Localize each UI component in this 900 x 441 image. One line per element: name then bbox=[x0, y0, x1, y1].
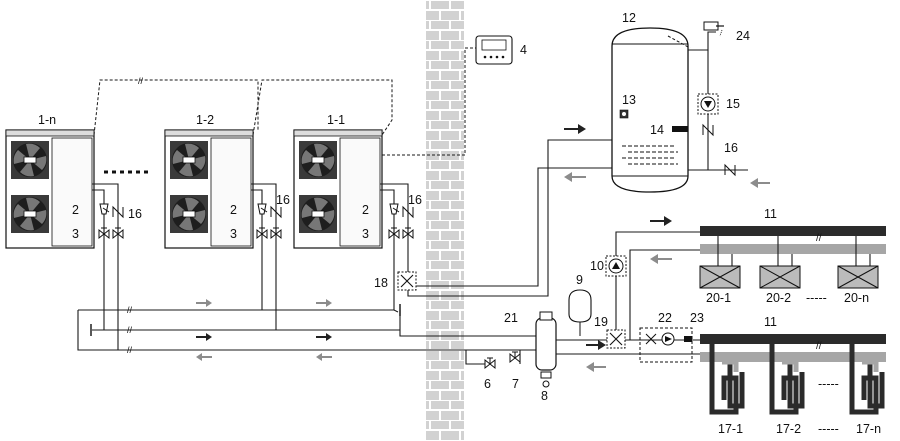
label-21: 21 bbox=[504, 311, 518, 325]
series-dots: ----- bbox=[818, 422, 839, 436]
label-20-1: 20-1 bbox=[706, 291, 731, 305]
tank-top-pipe bbox=[688, 31, 716, 51]
svg-text://: // bbox=[127, 325, 133, 335]
label-14: 14 bbox=[650, 123, 664, 137]
label-12: 12 bbox=[622, 11, 636, 25]
label-20-n: 20-n bbox=[844, 291, 869, 305]
label-23: 23 bbox=[690, 311, 704, 325]
comm-wire-2 bbox=[252, 79, 393, 136]
label-15: 15 bbox=[726, 97, 740, 111]
comm-wire-3 bbox=[382, 47, 476, 156]
expansion-tank bbox=[568, 289, 592, 336]
heat-pump-unit-1-1 bbox=[293, 129, 383, 249]
svg-text://: // bbox=[816, 233, 822, 244]
fancoil-branch bbox=[615, 231, 700, 340]
label-16: 16 bbox=[408, 193, 422, 207]
label-22: 22 bbox=[658, 311, 672, 325]
building-wall bbox=[426, 0, 464, 441]
label-7: 7 bbox=[512, 377, 519, 391]
label-16: 16 bbox=[128, 207, 142, 221]
label-1-2: 1-2 bbox=[196, 113, 214, 127]
main-headers bbox=[77, 304, 540, 351]
fancoil-header-bands bbox=[700, 226, 886, 254]
label-2: 2 bbox=[362, 203, 369, 217]
flow-arrows bbox=[196, 124, 770, 372]
label-8: 8 bbox=[541, 389, 548, 403]
label-2: 2 bbox=[230, 203, 237, 217]
comm-wire-1 bbox=[93, 79, 259, 136]
svg-text://: // bbox=[816, 341, 822, 352]
label-10: 10 bbox=[590, 259, 604, 273]
dhw-return-pipe bbox=[416, 167, 612, 287]
label-13: 13 bbox=[622, 93, 636, 107]
circulation-pump-10 bbox=[605, 255, 627, 277]
label-19: 19 bbox=[594, 315, 608, 329]
hot-water-tank bbox=[611, 27, 691, 193]
label-4: 4 bbox=[520, 43, 527, 57]
controller-icon bbox=[475, 35, 513, 65]
label-20-2: 20-2 bbox=[766, 291, 791, 305]
label-17-1: 17-1 bbox=[718, 422, 743, 436]
label-11: 11 bbox=[764, 315, 777, 329]
svg-text://: // bbox=[127, 345, 133, 355]
label-24: 24 bbox=[736, 29, 750, 43]
mixing-station-22-23 bbox=[639, 327, 693, 363]
label-3: 3 bbox=[230, 227, 237, 241]
label-11: 11 bbox=[764, 207, 777, 221]
floor-header-bands bbox=[700, 334, 886, 362]
label-17-2: 17-2 bbox=[776, 422, 801, 436]
series-dots: ----- bbox=[818, 377, 839, 391]
label-9: 9 bbox=[576, 273, 583, 287]
unit-pipes bbox=[92, 183, 409, 350]
three-way-valve-19 bbox=[606, 329, 626, 349]
label-1-n: 1-n bbox=[38, 113, 56, 127]
label-16: 16 bbox=[724, 141, 738, 155]
label-2: 2 bbox=[72, 203, 79, 217]
heat-pump-unit-1-n bbox=[5, 129, 95, 249]
faucet-icon bbox=[703, 21, 724, 37]
svg-text://: // bbox=[127, 305, 133, 315]
three-way-valve-18 bbox=[397, 271, 417, 291]
label-18: 18 bbox=[374, 276, 388, 290]
svg-text://: // bbox=[138, 76, 144, 86]
balance-tank bbox=[535, 311, 557, 388]
label-3: 3 bbox=[362, 227, 369, 241]
label-1-1: 1-1 bbox=[327, 113, 345, 127]
circulation-pump-15 bbox=[697, 93, 719, 115]
label-17-n: 17-n bbox=[856, 422, 881, 436]
label-3: 3 bbox=[72, 227, 79, 241]
floor-heating-loops bbox=[709, 344, 885, 415]
label-6: 6 bbox=[484, 377, 491, 391]
series-dots: ----- bbox=[806, 291, 827, 305]
label-16: 16 bbox=[276, 193, 290, 207]
heat-pump-unit-1-2 bbox=[164, 129, 254, 249]
fan-coil-units bbox=[699, 236, 879, 289]
component-labels: 1-n 1-2 1-1 2 3 16 2 3 16 2 3 16 4 12 13… bbox=[38, 11, 881, 436]
